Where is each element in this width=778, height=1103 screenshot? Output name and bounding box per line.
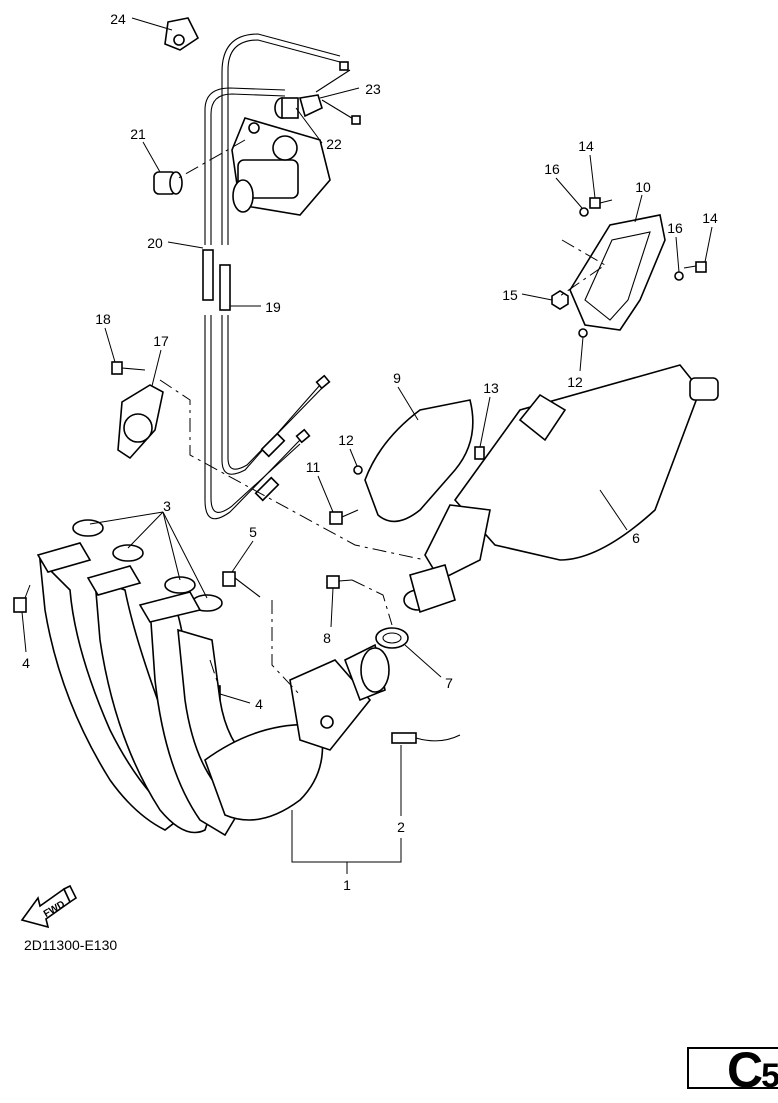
callout-number: 8 [323, 630, 331, 646]
callout-number: 12 [338, 432, 354, 448]
callout-number: 6 [632, 530, 640, 546]
assembly-lines [24, 139, 606, 696]
servo-motor [231, 117, 331, 216]
page-code-letter: C [727, 1042, 763, 1098]
callout-number: 3 [163, 498, 171, 514]
callout-number: 16 [544, 161, 560, 177]
callout-number: 21 [130, 126, 146, 142]
callout-number: 9 [393, 370, 401, 386]
callout-number: 16 [667, 220, 683, 236]
muffler-bracket [117, 384, 164, 460]
page-code-box: C5 [687, 1042, 778, 1098]
callout-number: 2 [397, 819, 405, 835]
callout-number: 20 [147, 235, 163, 251]
callout-number: 4 [255, 696, 263, 712]
callout-number: 1 [343, 877, 351, 893]
fwd-arrow-icon: FWD [20, 884, 78, 929]
callout-number: 24 [110, 11, 126, 27]
callout-number: 14 [578, 138, 594, 154]
callout-number: 14 [702, 210, 718, 226]
drawing-code: 2D11300-E130 [24, 937, 118, 953]
muffler-cover [569, 214, 666, 331]
heat-protector [364, 399, 474, 523]
muffler [403, 364, 719, 614]
callout-number: 15 [502, 287, 518, 303]
bolts [13, 61, 707, 701]
callout-number: 17 [153, 333, 169, 349]
callout-number: 11 [306, 459, 321, 475]
callout-number: 4 [22, 655, 30, 671]
oxygen-sensor [391, 732, 461, 744]
cables [202, 33, 341, 520]
callout-number: 19 [265, 299, 281, 315]
callout-number: 18 [95, 311, 111, 327]
callout-number: 10 [635, 179, 651, 195]
callout-number: 13 [483, 380, 499, 396]
grommet [153, 171, 183, 195]
page-code-number: 5 [761, 1057, 778, 1095]
callout-number: 22 [326, 136, 342, 152]
gasket [375, 627, 409, 649]
exhaust-pipe-assembly [36, 519, 390, 837]
callout-number: 7 [445, 675, 453, 691]
leader-lines [21, 17, 713, 874]
callout-number: 12 [567, 374, 583, 390]
collar [274, 94, 323, 119]
callout-number: 5 [249, 524, 257, 540]
page-code: C5 [727, 1041, 778, 1099]
cable-holder [164, 17, 200, 51]
callout-number: 23 [365, 81, 381, 97]
